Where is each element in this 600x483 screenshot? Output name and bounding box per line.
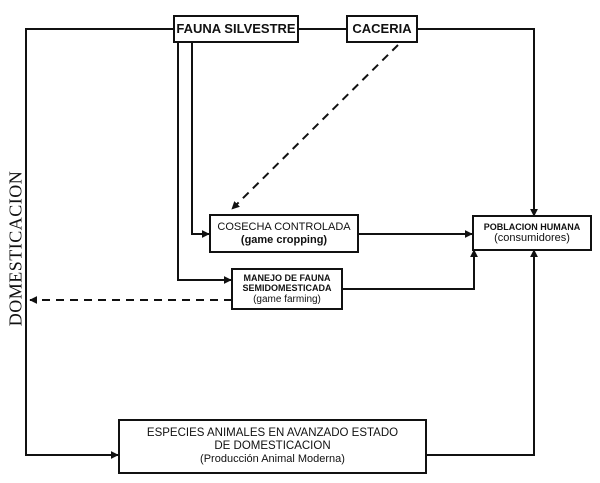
poblacion-humana-subtitle: (consumidores) [494, 231, 570, 244]
manejo-fauna-box: MANEJO DE FAUNA SEMIDOMESTICADA (game fa… [231, 268, 343, 310]
manejo-to-poblacion-line [341, 249, 478, 290]
poblacion-humana-title: POBLACION HUMANA [483, 221, 581, 232]
caceria-to-cosecha-dashed-line [231, 44, 399, 210]
fauna-to-cosecha-line [191, 42, 210, 238]
domestication-loop-line [25, 28, 173, 459]
especies-animales-title-2: DE DOMESTICACION [214, 440, 331, 453]
cosecha-controlada-box: COSECHA CONTROLADA (game cropping) [209, 214, 359, 253]
caceria-label: CACERIA [352, 20, 412, 36]
manejo-fauna-subtitle: (game farming) [253, 293, 321, 305]
especies-to-poblacion-line [426, 249, 538, 456]
especies-animales-title: ESPECIES ANIMALES EN AVANZADO ESTADO [146, 426, 399, 439]
manejo-fauna-title: MANEJO DE FAUNA [243, 272, 331, 283]
cosecha-controlada-title: COSECHA CONTROLADA [217, 220, 351, 233]
fauna-silvestre-label: FAUNA SILVESTRE [176, 20, 296, 36]
caceria-to-poblacion-line [417, 28, 538, 217]
especies-animales-subtitle: (Producción Animal Moderna) [200, 453, 345, 466]
caceria-box: CACERIA [346, 15, 418, 43]
fauna-silvestre-box: FAUNA SILVESTRE [173, 15, 299, 43]
cosecha-controlada-subtitle: (game cropping) [240, 233, 328, 246]
poblacion-humana-box: POBLACION HUMANA (consumidores) [472, 215, 592, 251]
especies-animales-box: ESPECIES ANIMALES EN AVANZADO ESTADO DE … [118, 419, 427, 474]
domesticacion-label-text: DOMESTICACION [5, 170, 26, 326]
fauna-to-manejo-line [177, 42, 232, 284]
manejo-fauna-title-2: SEMIDOMESTICADA [242, 283, 332, 294]
domesticacion-side-label: DOMESTICACION [6, 170, 26, 326]
